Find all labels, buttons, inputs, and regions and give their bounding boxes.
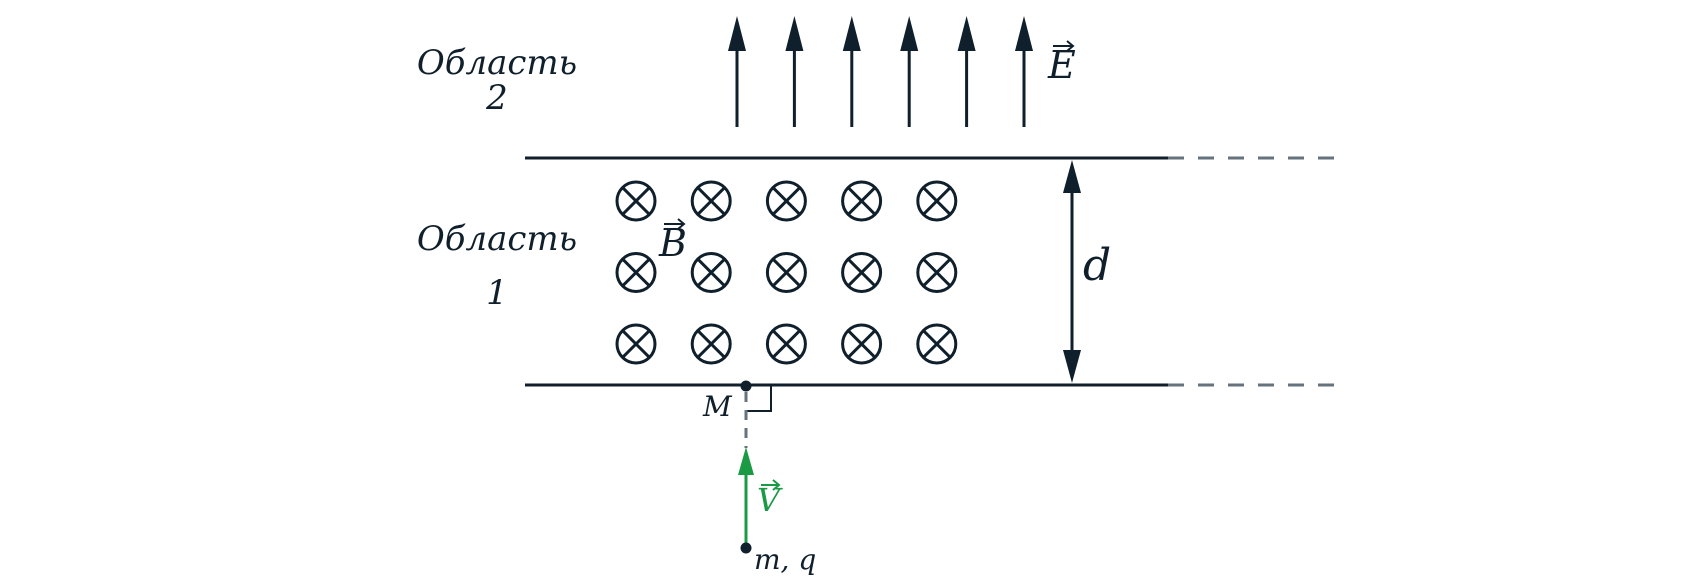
arrowhead-up-icon <box>842 16 861 51</box>
region-2-number: 2 <box>485 78 508 118</box>
arrowhead-up-icon <box>1063 160 1081 193</box>
vector-arrow-icon <box>761 479 781 491</box>
circle-cross-icon <box>690 180 732 222</box>
gap-dimension: d <box>1063 160 1111 383</box>
electric-field-arrow <box>728 16 746 127</box>
circle-cross-icon <box>841 323 883 365</box>
arrowhead-up-icon <box>900 16 919 51</box>
region-2-label: Область <box>417 43 577 83</box>
magnetic-field-symbol: B <box>658 221 687 265</box>
particle: m, q <box>740 542 816 576</box>
circle-cross-icon <box>615 323 657 365</box>
entry-point-label: M <box>702 390 733 423</box>
arrowhead-up-icon <box>785 16 804 51</box>
magnetic-field-label: B <box>658 218 687 265</box>
circle-cross-icon <box>916 252 958 293</box>
electric-field-label: E <box>1047 40 1076 87</box>
electric-field-arrow <box>785 16 804 127</box>
vector-arrow-icon <box>1053 40 1075 52</box>
electric-field-arrows <box>728 16 1033 127</box>
magnetic-field-grid <box>615 180 958 365</box>
electric-field-arrow <box>957 16 976 127</box>
arrowhead-down-icon <box>1063 350 1081 383</box>
circle-cross-icon <box>690 323 732 365</box>
circle-cross-icon <box>690 252 732 293</box>
circle-cross-icon <box>765 252 807 293</box>
electric-field-symbol: E <box>1047 43 1076 87</box>
electric-field-arrow <box>842 16 861 127</box>
velocity-vector: V <box>738 447 783 548</box>
region-1-label: Область <box>417 219 577 259</box>
circle-cross-icon <box>841 252 883 293</box>
circle-cross-icon <box>841 180 883 222</box>
entry-point-dot <box>740 380 752 392</box>
vector-arrow-icon <box>664 218 686 230</box>
electric-field-arrow <box>1015 16 1033 127</box>
circle-cross-icon <box>615 252 657 293</box>
circle-cross-icon <box>916 180 958 222</box>
particle-label: m, q <box>754 543 816 576</box>
circle-cross-icon <box>615 180 657 222</box>
right-angle-icon <box>746 386 772 412</box>
arrowhead-up-icon <box>738 447 754 475</box>
arrowhead-up-icon <box>1015 16 1033 51</box>
particle-dot <box>740 542 752 554</box>
circle-cross-icon <box>765 323 807 365</box>
region-1-number: 1 <box>486 273 508 313</box>
gap-label: d <box>1083 240 1111 291</box>
velocity-symbol: V <box>757 481 783 519</box>
arrowhead-up-icon <box>957 16 976 51</box>
circle-cross-icon <box>916 323 958 365</box>
electric-field-arrow <box>900 16 919 127</box>
arrowhead-up-icon <box>728 16 746 51</box>
circle-cross-icon <box>765 180 807 222</box>
entry-point: M <box>702 380 772 448</box>
